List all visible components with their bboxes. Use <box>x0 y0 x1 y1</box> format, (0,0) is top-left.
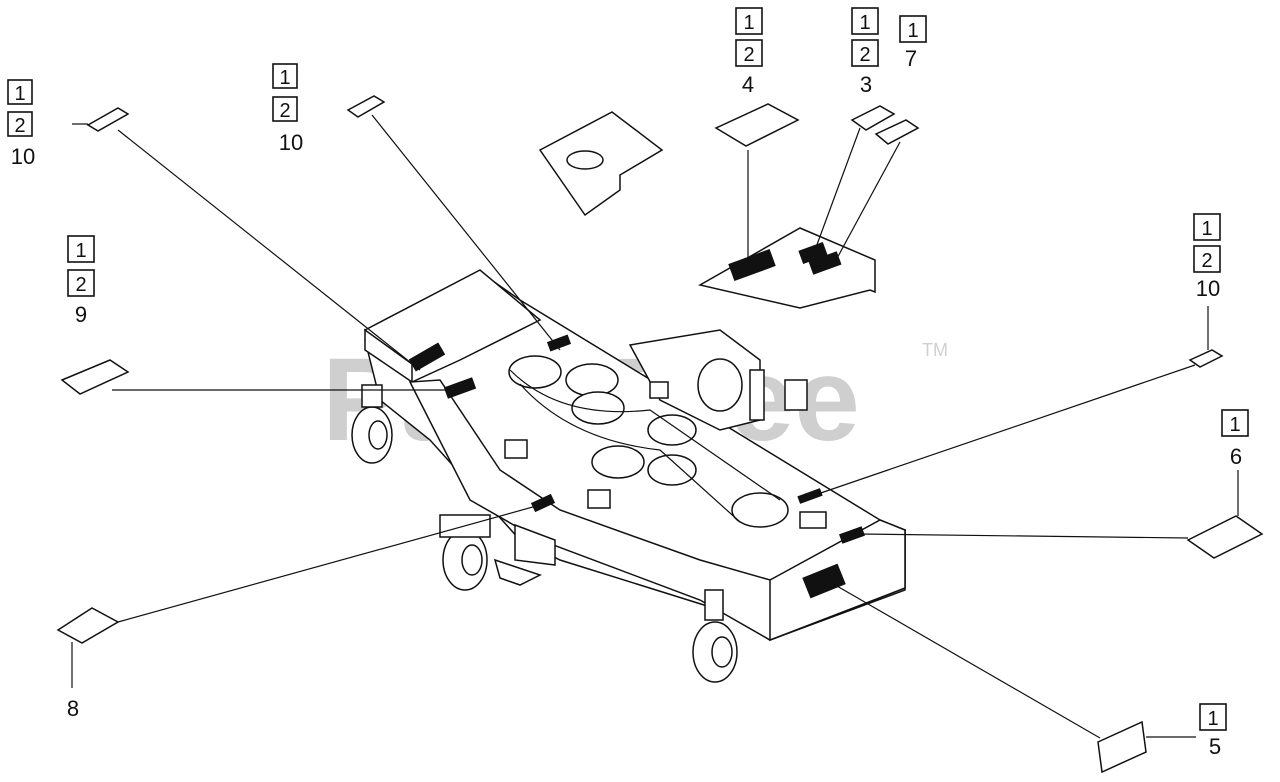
svg-text:10: 10 <box>11 144 35 169</box>
svg-text:10: 10 <box>279 130 303 155</box>
callout-10-right: 1 2 10 <box>1193 213 1221 301</box>
svg-text:2: 2 <box>743 44 754 66</box>
svg-text:8: 8 <box>67 696 79 721</box>
svg-text:1: 1 <box>907 20 918 42</box>
svg-text:5: 5 <box>1209 734 1221 759</box>
decal-6 <box>1186 515 1264 559</box>
decal-panel <box>697 227 876 309</box>
callout-6: 1 6 <box>1221 409 1249 469</box>
svg-text:2: 2 <box>14 115 25 137</box>
watermark-tm: TM <box>922 340 948 360</box>
callout-7: 1 7 <box>899 15 927 71</box>
svg-text:1: 1 <box>14 83 25 105</box>
svg-text:9: 9 <box>75 302 87 327</box>
svg-text:2: 2 <box>75 274 86 296</box>
callout-4: 1 2 4 <box>735 7 763 97</box>
svg-text:1: 1 <box>1229 414 1240 436</box>
callout-10-mid: 1 2 10 <box>272 63 303 155</box>
leader-lines <box>71 114 1239 739</box>
decal-3 <box>850 105 896 131</box>
svg-text:2: 2 <box>279 100 290 122</box>
callout-8: 8 <box>67 696 79 721</box>
decal-8 <box>56 607 120 644</box>
svg-text:2: 2 <box>1201 250 1212 272</box>
svg-text:1: 1 <box>1207 708 1218 730</box>
svg-text:1: 1 <box>859 12 870 34</box>
mower-deck-illustration <box>351 269 906 683</box>
svg-text:6: 6 <box>1230 444 1242 469</box>
decal-7 <box>874 119 920 145</box>
callout-5: 1 5 <box>1199 703 1227 759</box>
decal-10-left <box>86 107 130 132</box>
svg-text:4: 4 <box>742 72 754 97</box>
decal-10-right <box>1188 349 1224 368</box>
svg-text:7: 7 <box>905 46 917 71</box>
callout-10-left: 1 2 10 <box>7 79 35 169</box>
svg-text:3: 3 <box>860 72 872 97</box>
svg-text:2: 2 <box>859 44 870 66</box>
svg-text:1: 1 <box>743 12 754 34</box>
decal-5 <box>1097 720 1147 774</box>
svg-text:10: 10 <box>1196 276 1220 301</box>
callout-9: 1 2 9 <box>67 235 95 327</box>
decal-10-mid <box>346 95 386 118</box>
svg-text:1: 1 <box>1201 218 1212 240</box>
wheel-right <box>692 589 738 683</box>
svg-text:1: 1 <box>279 67 290 89</box>
callout-3: 1 2 3 <box>851 7 879 97</box>
svg-text:1: 1 <box>75 240 86 262</box>
decal-4 <box>714 103 800 147</box>
decal-9 <box>60 359 130 395</box>
